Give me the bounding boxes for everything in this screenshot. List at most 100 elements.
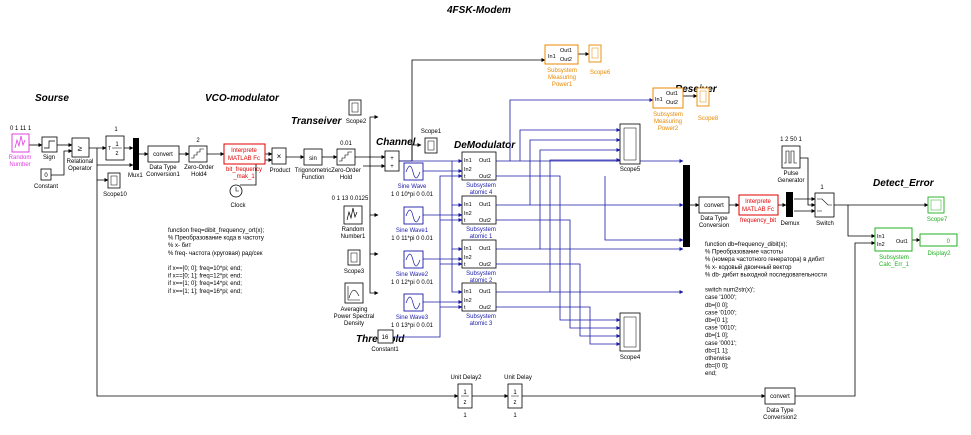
subsystem-port-out2: Out2: [479, 262, 491, 268]
dtc-main-block[interactable]: [698, 196, 730, 214]
code-right-line: db=[0 0];: [705, 303, 729, 309]
scope8-block[interactable]: [696, 87, 710, 107]
clock-block[interactable]: [229, 184, 243, 198]
interp1-label: bit_frequency_mak_1: [226, 167, 262, 180]
switch-label: Switch: [816, 221, 834, 227]
dtc2-convert: convert: [770, 394, 790, 400]
zoh4-block[interactable]: [188, 145, 208, 163]
code-left-line: % x- бит: [168, 243, 191, 249]
zoh-block[interactable]: [336, 148, 356, 166]
measuring-power1-block[interactable]: [544, 44, 579, 65]
mux1-label: Mux1: [128, 173, 143, 179]
measuring-power2-block[interactable]: [652, 87, 684, 109]
mp1-out1: Out1: [560, 48, 572, 54]
scope10-block[interactable]: [107, 172, 121, 189]
mux1-block[interactable]: [133, 138, 139, 170]
sign-block[interactable]: [41, 136, 58, 153]
random1-block[interactable]: [343, 205, 363, 225]
code-left-line: function freq=dibit_frequency_ort(x);: [168, 228, 265, 234]
scope1-block[interactable]: [424, 137, 438, 154]
ud2-num: 1: [463, 390, 467, 396]
clock-label: Clock: [230, 203, 246, 209]
trig-symbol: sin: [309, 156, 317, 162]
scope5-block[interactable]: [619, 123, 641, 165]
mp1-out2: Out2: [560, 57, 572, 63]
code-right-line: db=[1 1];: [705, 348, 729, 354]
subsystem-port-in2: In2: [464, 255, 472, 261]
scope7-label: Scope7: [927, 217, 948, 223]
calc-out1: Out1: [896, 239, 908, 245]
code-right-line: % x- кодовый двоичный вектор: [705, 264, 792, 271]
code-right-line: case '0100';: [705, 310, 737, 316]
relational-operator-block[interactable]: [71, 137, 90, 158]
sine-wave-1-block[interactable]: [403, 206, 424, 225]
scope8-label: Scope8: [698, 116, 719, 122]
sine-wave-3-block[interactable]: [403, 293, 424, 312]
code-left: function freq=dibit_frequency_ort(x);% П…: [168, 228, 265, 295]
subsystem-port-in1: In1: [464, 246, 472, 252]
code-right-line: case '0001';: [705, 341, 737, 347]
constant-label: Constant: [34, 184, 58, 190]
interpreted-fcn2-block[interactable]: [738, 194, 779, 216]
scope4-block[interactable]: [619, 312, 641, 352]
calc-err-block[interactable]: [874, 227, 913, 252]
scope6-block[interactable]: [588, 44, 602, 63]
sine-wave-0-block[interactable]: [403, 162, 424, 181]
title-transmitter: Transeiver: [291, 116, 343, 127]
code-left-line: if x==[0; 1]; freq=12*pi; end;: [168, 274, 242, 280]
integ-top: 1: [114, 127, 118, 133]
interp2-label: frequency_bit: [740, 218, 776, 224]
dtc1-block[interactable]: [147, 145, 180, 163]
receiver-mux-block[interactable]: [683, 165, 690, 247]
subsystem-port-out1: Out1: [479, 246, 491, 252]
zoh-value: 0.01: [340, 141, 352, 147]
subsystem-port-in1: In1: [464, 202, 472, 208]
random-number-block[interactable]: [11, 133, 30, 153]
constant1-block[interactable]: [377, 329, 394, 344]
sine-wave-2-block[interactable]: [403, 250, 424, 269]
constant-block[interactable]: [40, 168, 52, 181]
subsystem-port-out1: Out1: [479, 202, 491, 208]
sine-wave-0-label: Sine Wave: [398, 184, 427, 190]
interpreted-fcn1-block[interactable]: [223, 143, 266, 165]
channel-sum-block[interactable]: [384, 150, 400, 172]
dtc1-convert: convert: [153, 152, 173, 158]
apsd-block[interactable]: [344, 282, 364, 304]
ud2-den: z: [464, 400, 467, 406]
switch-block[interactable]: [814, 192, 835, 218]
sine-wave-3-params: 1 0 13*pi 0 0.01: [391, 323, 434, 329]
pulse-generator-block[interactable]: [781, 145, 801, 169]
demux-label: Demux: [780, 221, 799, 227]
display2-block[interactable]: [919, 233, 958, 247]
scope7-block[interactable]: [927, 196, 945, 214]
subsystem-port-in1: In1: [464, 158, 472, 164]
code-right-line: case '1000';: [705, 295, 737, 301]
trig-block[interactable]: [303, 148, 323, 166]
dtc2-block[interactable]: [764, 387, 796, 405]
scope2-block[interactable]: [348, 99, 362, 116]
code-right-line: % Преобразование частоты: [705, 250, 783, 256]
product-symbol: ×: [277, 152, 282, 161]
product-block[interactable]: [271, 147, 287, 165]
demux-block[interactable]: [786, 192, 793, 217]
code-right-line: switch num2str(x)';: [705, 288, 755, 294]
scope3-block[interactable]: [347, 249, 361, 266]
subsystem-port-t: t: [464, 305, 466, 311]
code-right-line: % db- дибит выходной последовательности: [705, 271, 827, 278]
sine-wave-1-params: 1 0 11*pi 0 0.01: [391, 236, 433, 242]
